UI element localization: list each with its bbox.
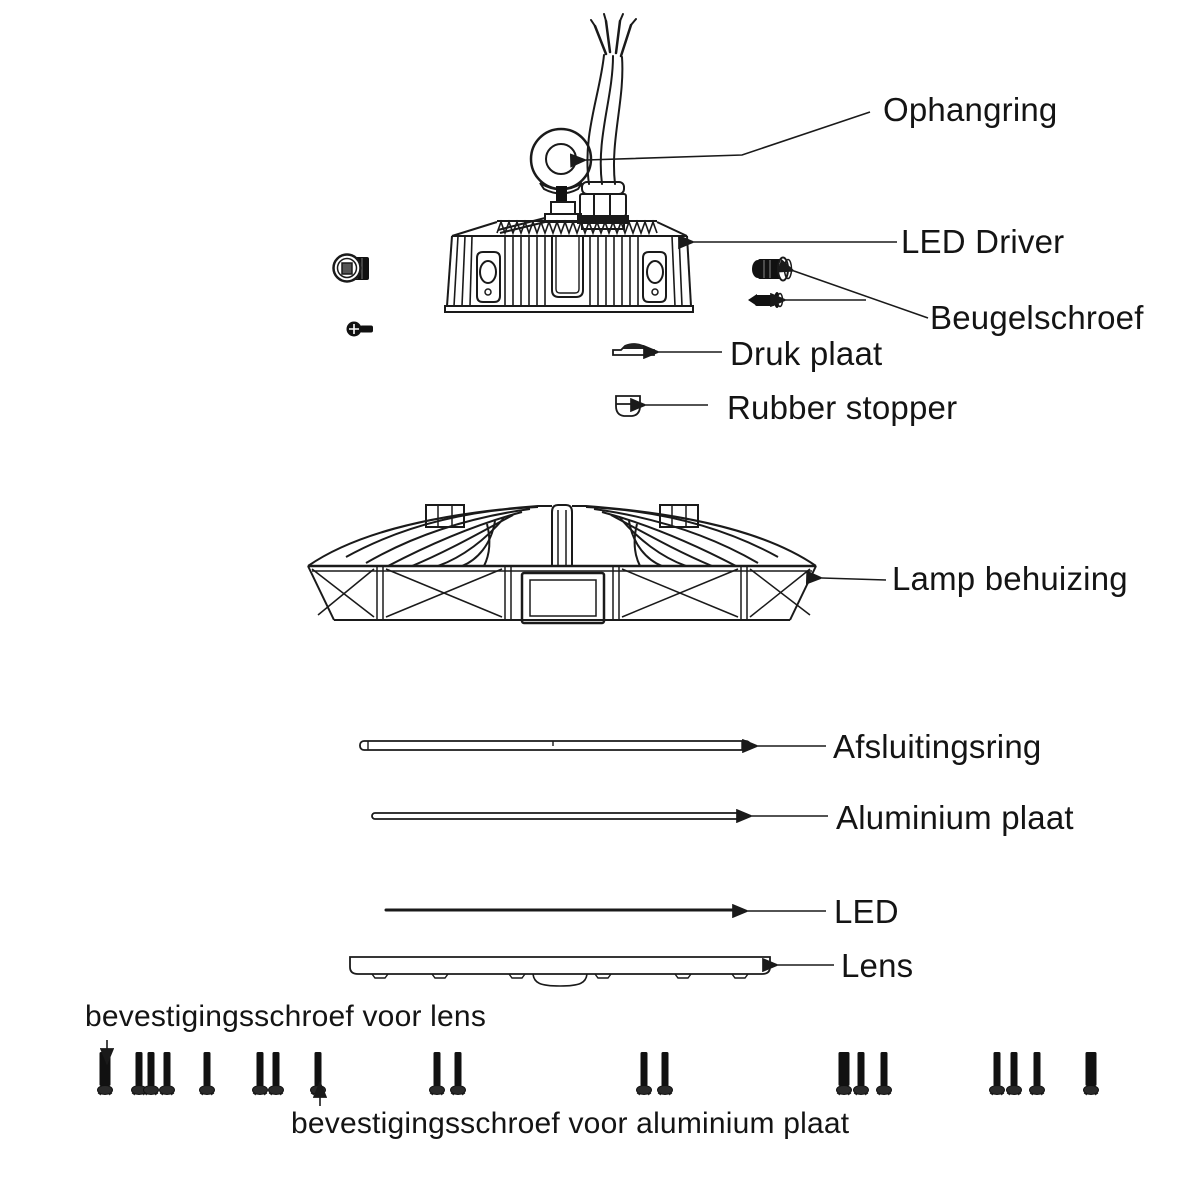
druk-plaat-icon [612,343,655,356]
aluminium-plaat-drawing [371,812,745,820]
screw-icon [199,1052,215,1096]
label-rubber-stopper: Rubber stopper [727,389,958,426]
screw-icon [657,1052,673,1096]
screw-row [97,1052,1099,1096]
label-lens: Lens [841,947,914,984]
screw-icon [1083,1052,1099,1096]
label-lamp-behuizing: Lamp behuizing [892,560,1128,597]
screw-icon [429,1052,445,1096]
small-screw-icon [346,321,373,337]
screw-icon [853,1052,869,1096]
leader-lines [99,111,929,1106]
label-druk-plaat: Druk plaat [730,335,883,372]
label-schroef-aluminium: bevestigingsschroef voor aluminium plaat [291,1107,850,1140]
led-driver-drawing [444,219,694,313]
screw-icon [252,1052,268,1096]
leader-lamp-behuizing [805,570,887,585]
leader-beugelschroef-top [776,258,929,319]
cable-gland-drawing [577,181,629,230]
label-aluminium-plaat: Aluminium plaat [836,799,1074,836]
beugelschroef-screws-icon [748,256,793,308]
afsluitingsring-drawing [359,740,751,751]
lens-drawing [349,956,771,987]
leader-ophangring [569,111,871,168]
screw-icon [876,1052,892,1096]
screw-icon [450,1052,466,1096]
screw-icon [1006,1052,1022,1096]
screw-icon [836,1052,852,1096]
label-ophangring: Ophangring [883,91,1058,128]
lamp-housing-drawing [307,504,817,625]
label-led: LED [834,893,899,930]
label-schroef-lens: bevestigingsschroef voor lens [85,1000,487,1033]
screw-icon [97,1052,113,1096]
label-beugelschroef: Beugelschroef [930,299,1144,336]
wires-drawing [586,13,637,185]
rubber-stopper-icon [615,395,641,417]
label-led-driver: LED Driver [901,223,1065,260]
label-afsluitingsring: Afsluitingsring [833,728,1042,765]
screw-icon [989,1052,1005,1096]
screw-icon [636,1052,652,1096]
screw-icon [268,1052,284,1096]
screw-icon [310,1052,326,1096]
screw-icon [1029,1052,1045,1096]
screw-icon [159,1052,175,1096]
screw-icon [143,1052,159,1096]
socket-screw-icon [332,253,369,283]
